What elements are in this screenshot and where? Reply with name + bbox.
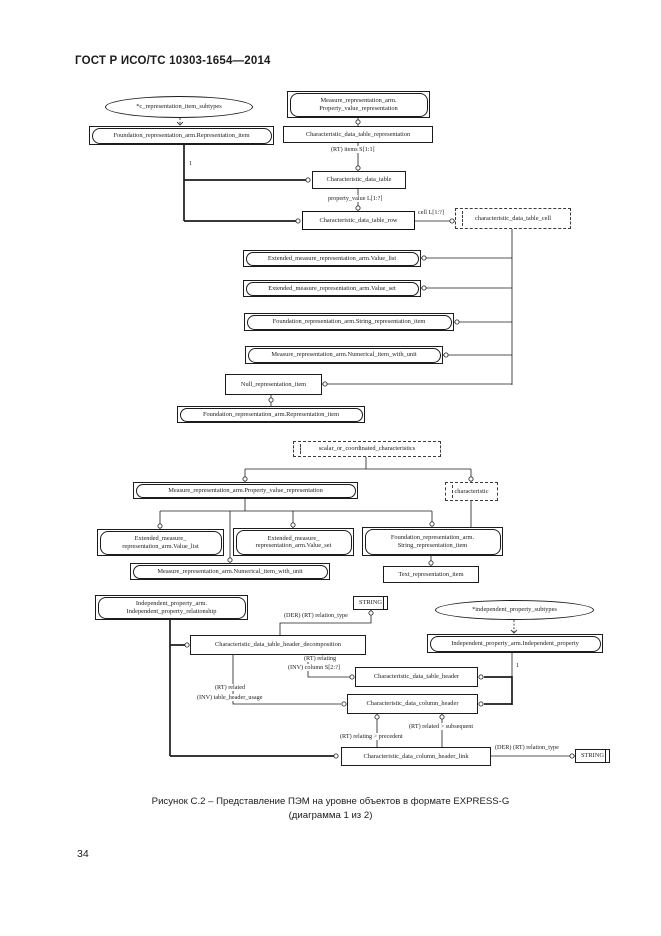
- edge-label-inv-table-header-usage: (INV) table_header_usage: [196, 694, 264, 701]
- node-value-list-2: Extended_measure_ representation_arm.Val…: [97, 529, 224, 556]
- node-measure-property-value-representation-top: Measure_representation_arm. Property_val…: [287, 91, 430, 118]
- node-text-representation-item: Text_representation_item: [383, 566, 479, 583]
- node-characteristic-data-table: Characteristic_data_table: [312, 171, 406, 189]
- edge-label-inv-column: (INV) column S[2:?]: [287, 664, 341, 671]
- node-characteristic-data-table-cell: characteristic_data_table_cell: [455, 208, 571, 229]
- node-string-representation-item: Foundation_representation_arm.String_rep…: [244, 313, 454, 331]
- node-c-representation-item-subtypes: *c_representation_item_subtypes: [105, 96, 253, 118]
- node-characteristic-data-table-header-decomposition: Characteristic_data_table_header_decompo…: [190, 635, 366, 655]
- node-independent-property: Independent_property_arm.Independent_pro…: [427, 634, 603, 653]
- edge-label-rt-related: (RT) related: [214, 684, 247, 691]
- node-independent-property-subtypes: *independent_property_subtypes: [435, 600, 594, 620]
- thick-connectors: [169, 145, 513, 757]
- node-value-list: Extended_measure_representation_arm.Valu…: [243, 250, 421, 267]
- node-foundation-representation-item-mid: Foundation_representation_arm.Representa…: [177, 406, 365, 423]
- edge-label-der-relation-type-2: (DER) (RT) relation_type: [494, 744, 560, 751]
- edge-label-relating-precedent: (RT) relating > precedent: [339, 733, 404, 740]
- edge-label-rt-relating: (RT) relating: [303, 655, 338, 662]
- subtype-arrowheads: [176, 121, 518, 634]
- node-measure-property-value-representation-mid: Measure_representation_arm.Property_valu…: [133, 482, 358, 499]
- edge-label-one-b: 1: [515, 662, 521, 669]
- node-scalar-or-coordinated-characteristics: scalar_or_coordinated_characteristics: [293, 441, 441, 457]
- node-characteristic-data-table-representation: Characteristic_data_table_representation: [283, 126, 433, 143]
- node-value-set: Extended_measure_representation_arm.Valu…: [243, 280, 421, 297]
- edge-label-related-subsequent: (RT) related > subsequent: [408, 723, 475, 730]
- node-characteristic: characteristic: [445, 482, 498, 501]
- node-numerical-item-with-unit-2: Measure_representation_arm.Numerical_ite…: [130, 563, 330, 580]
- edge-label-items: (RT) items S[1:1]: [330, 146, 376, 153]
- edge-label-cell: cell L[1:?]: [417, 209, 445, 216]
- node-characteristic-data-column-header-link: Characteristic_data_column_header_link: [341, 747, 491, 766]
- node-foundation-representation-item-top: Foundation_representation_arm.Representa…: [89, 126, 274, 145]
- page-number: 34: [77, 848, 89, 860]
- subtype-dashed-connectors: [179, 118, 515, 632]
- edge-label-der-relation-type-1: (DER) (RT) relation_type: [283, 612, 349, 619]
- node-characteristic-data-column-header: Characteristic_data_column_header: [347, 694, 478, 714]
- figure-caption-line2: (диаграмма 1 из 2): [288, 810, 373, 821]
- node-independent-property-relationship: Independent_property_arm. Independent_pr…: [95, 595, 248, 620]
- node-value-set-2: Extended_measure_ representation_arm.Val…: [233, 528, 354, 556]
- edge-label-property-value: property_value L[1:?]: [327, 195, 384, 202]
- node-characteristic-data-table-row: Characteristic_data_table_row: [302, 211, 415, 230]
- node-string-type-1: STRING: [353, 596, 388, 610]
- node-null-representation-item: Null_representation_item: [225, 374, 322, 395]
- node-string-representation-item-2: Foundation_representation_arm. String_re…: [362, 527, 503, 556]
- document-header: ГОСТ Р ИСО/ТС 10303-1654—2014: [75, 55, 271, 67]
- figure-caption-line1: Рисунок С.2 – Представление ПЭМ на уровн…: [151, 796, 510, 807]
- node-numerical-item-with-unit: Measure_representation_arm.Numerical_ite…: [245, 346, 443, 364]
- node-characteristic-data-table-header: Characteristic_data_table_header: [355, 667, 478, 687]
- node-string-type-2: STRING: [575, 749, 610, 763]
- attribute-circles: [157, 119, 575, 759]
- edge-label-one-a: 1: [188, 160, 194, 167]
